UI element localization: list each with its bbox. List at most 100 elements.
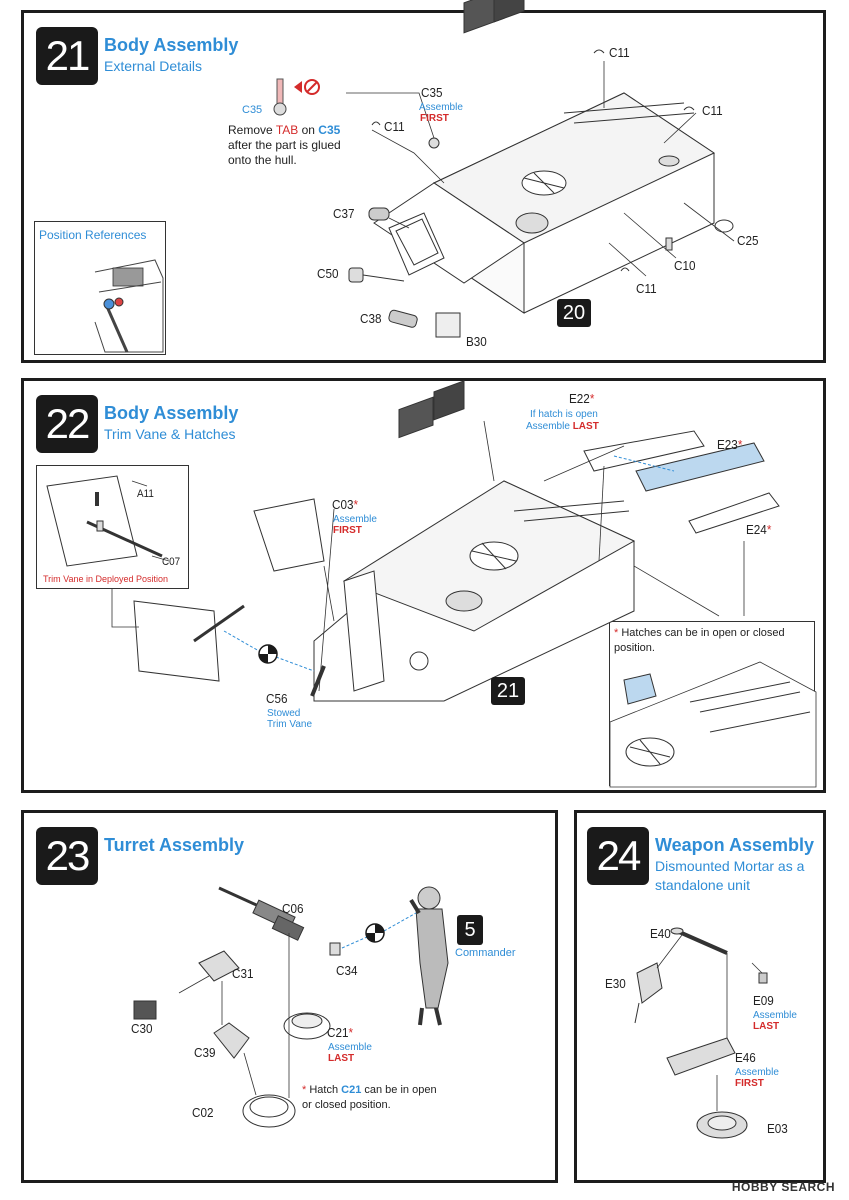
label-a11: A11 <box>137 488 154 500</box>
step-23-panel: 23 Turret Assembly <box>21 810 558 1183</box>
step-22-number: 22 <box>36 395 98 453</box>
label-e24-text: E24 <box>746 522 767 537</box>
hatch-note-text: Hatches can be in open or closed positio… <box>614 627 785 654</box>
label-c30: C30 <box>131 1021 153 1036</box>
commander-number: 5 <box>457 915 483 945</box>
hull-drawing-22 <box>111 380 780 702</box>
tab-note-part: C35 <box>242 104 263 116</box>
label-e22-assemble: Assemble LAST <box>526 421 599 432</box>
label-e22-last: LAST <box>572 421 599 432</box>
hatch-note: * Hatches can be in open or closed posit… <box>614 626 814 656</box>
hatch-note-asterisk: * <box>614 627 619 639</box>
label-e40: E40 <box>650 926 671 941</box>
label-c35: C35 <box>421 85 443 100</box>
label-e22: E22* <box>569 391 594 406</box>
commander-label: Commander <box>455 947 516 959</box>
label-c34: C34 <box>336 963 358 978</box>
label-e09-assemble: Assemble <box>753 1010 797 1021</box>
label-c56-stowed: Stowed <box>267 708 301 719</box>
label-e23-asterisk: * <box>737 437 743 452</box>
watermark: HOBBY SEARCH <box>731 1180 835 1194</box>
label-c07: C07 <box>162 556 181 568</box>
label-e03: E03 <box>767 1121 788 1136</box>
turret-hatch-asterisk: * <box>302 1084 307 1096</box>
step-22-title: Body Assembly <box>104 403 239 423</box>
tab-note-on: on <box>298 123 319 137</box>
label-c35-assemble: Assemble <box>419 102 463 113</box>
attach-symbol-22 <box>258 644 278 664</box>
tab-note-post: after the part is glued onto the hull. <box>228 138 341 167</box>
label-e23-text: E23 <box>717 437 738 452</box>
label-e09-last: LAST <box>753 1021 780 1032</box>
tab-note-box: C35 Remove TAB on C35 after the part is … <box>224 73 349 181</box>
label-e23: E23* <box>717 437 742 452</box>
label-e24: E24* <box>746 522 771 537</box>
step-21-number: 21 <box>36 27 98 85</box>
label-c03-first: FIRST <box>333 525 362 536</box>
hatch-note-box: * Hatches can be in open or closed posit… <box>609 621 817 788</box>
tab-note-tab: TAB <box>275 123 299 137</box>
label-c02: C02 <box>192 1105 214 1120</box>
label-c06: C06 <box>282 901 304 916</box>
attach-symbol-23 <box>365 923 385 943</box>
tab-note-pre: Remove <box>228 123 276 137</box>
label-c50: C50 <box>317 266 339 281</box>
label-c25: C25 <box>737 233 759 248</box>
position-reference-title: Position References <box>39 228 147 242</box>
label-e09: E09 <box>753 993 774 1008</box>
step-24-subtitle-1: Dismounted Mortar as a <box>655 858 805 874</box>
label-c21-text: C21 <box>327 1025 349 1040</box>
hull-drawing-21 <box>346 0 735 338</box>
label-e22-assemble-text: Assemble <box>526 421 570 432</box>
step-24-number: 24 <box>587 827 649 885</box>
deployed-caption: Trim Vane in Deployed Position <box>43 574 169 584</box>
label-c10: C10 <box>674 258 696 273</box>
label-e24-asterisk: * <box>766 522 772 537</box>
ref-step-20: 20 <box>557 299 591 327</box>
step-24-subtitle-2: standalone unit <box>655 877 750 893</box>
label-c56-trim: Trim Vane <box>267 719 313 730</box>
label-e30: E30 <box>605 976 626 991</box>
label-c38: C38 <box>360 311 382 326</box>
step-21-title: Body Assembly <box>104 35 239 55</box>
tab-icon <box>273 78 320 116</box>
step-22-subtitle: Trim Vane & Hatches <box>104 426 236 442</box>
label-c21-assemble: Assemble <box>328 1042 372 1053</box>
step-23-number: 23 <box>36 827 98 885</box>
turret-hatch-pre: Hatch <box>309 1084 342 1096</box>
deployed-trim-vane-drawing <box>46 475 170 567</box>
tab-note-part2: C35 <box>318 123 341 137</box>
label-c21-asterisk: * <box>348 1025 354 1040</box>
label-c39: C39 <box>194 1045 216 1060</box>
label-c03-asterisk: * <box>353 497 359 512</box>
label-e22-if: If hatch is open <box>530 409 598 420</box>
step-21-panel: 21 Body Assembly External Details C35 Re… <box>21 0 826 363</box>
hatch-open-drawing <box>609 661 817 788</box>
deployed-trim-vane-box: A11 C07 Trim Vane in Deployed Position <box>36 465 189 589</box>
label-c21: C21* <box>327 1025 353 1040</box>
label-c11-bottom: C11 <box>636 281 657 296</box>
label-b30: B30 <box>466 334 487 349</box>
turret-hatch-part: C21 <box>341 1084 362 1096</box>
turret-drawing <box>133 886 449 1128</box>
turret-hatch-post: can be in open or closed position. <box>302 1084 437 1111</box>
label-c11-left: C11 <box>384 119 405 134</box>
step-23-title: Turret Assembly <box>104 835 245 855</box>
step-21-subtitle: External Details <box>104 58 203 74</box>
label-e22-text: E22 <box>569 391 590 406</box>
mortar-drawing <box>634 927 768 1139</box>
label-e46: E46 <box>735 1050 756 1065</box>
turret-hatch-note: * Hatch C21 can be in open or closed pos… <box>302 1083 442 1113</box>
label-c31: C31 <box>232 966 254 981</box>
step-24-panel: 24 Weapon Assembly Dismounted Mortar as … <box>574 810 826 1183</box>
label-c37: C37 <box>333 206 355 221</box>
label-c56: C56 <box>266 691 288 706</box>
label-c11-top: C11 <box>609 45 630 60</box>
label-c35-first: FIRST <box>420 113 449 124</box>
label-e46-assemble: Assemble <box>735 1067 779 1078</box>
label-c21-last: LAST <box>328 1053 355 1064</box>
step-24-title: Weapon Assembly <box>655 835 815 855</box>
label-e46-first: FIRST <box>735 1078 764 1089</box>
position-reference-box: Position References <box>34 221 166 355</box>
position-reference-drawing <box>94 259 164 353</box>
